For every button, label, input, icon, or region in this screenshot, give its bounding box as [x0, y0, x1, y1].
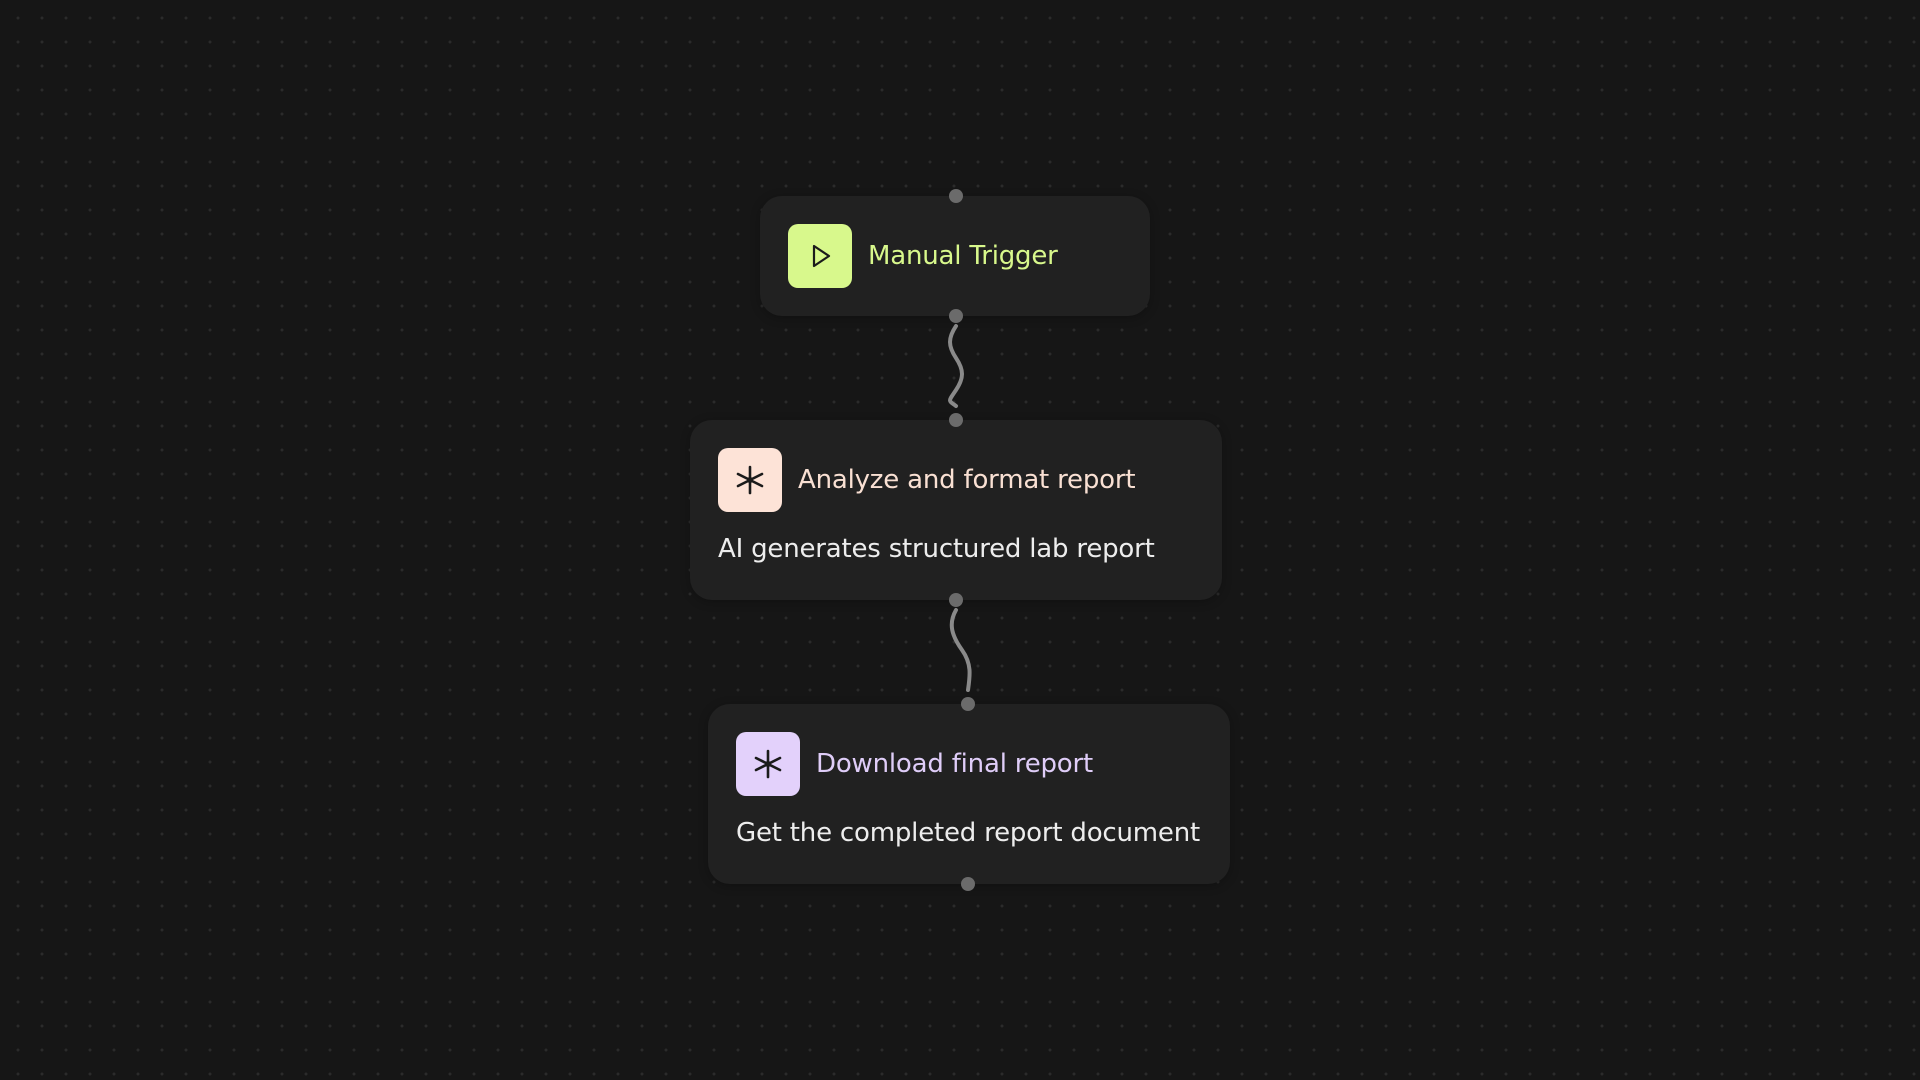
node-analyze-format-report[interactable]: Analyze and format report AI generates s… [690, 420, 1222, 600]
handle-download-output[interactable] [961, 877, 975, 891]
node-title: Manual Trigger [868, 241, 1058, 271]
play-icon [788, 224, 852, 288]
handle-trigger-output[interactable] [949, 309, 963, 323]
sparkle-asterisk-icon [718, 448, 782, 512]
sparkle-asterisk-icon [736, 732, 800, 796]
edge-analyze-to-download[interactable] [949, 608, 972, 692]
node-title: Download final report [816, 749, 1093, 779]
node-description: Get the completed report document [736, 818, 1201, 848]
node-description: AI generates structured lab report [718, 534, 1155, 564]
node-title: Analyze and format report [798, 465, 1136, 495]
node-header: Analyze and format report [718, 448, 1136, 512]
node-header: Download final report [736, 732, 1093, 796]
handle-analyze-output[interactable] [949, 593, 963, 607]
handle-trigger-input[interactable] [949, 189, 963, 203]
edge-trigger-to-analyze[interactable] [948, 324, 964, 408]
node-manual-trigger[interactable]: Manual Trigger [760, 196, 1150, 316]
handle-download-input[interactable] [961, 697, 975, 711]
node-download-final-report[interactable]: Download final report Get the completed … [708, 704, 1230, 884]
handle-analyze-input[interactable] [949, 413, 963, 427]
node-header: Manual Trigger [788, 224, 1058, 288]
